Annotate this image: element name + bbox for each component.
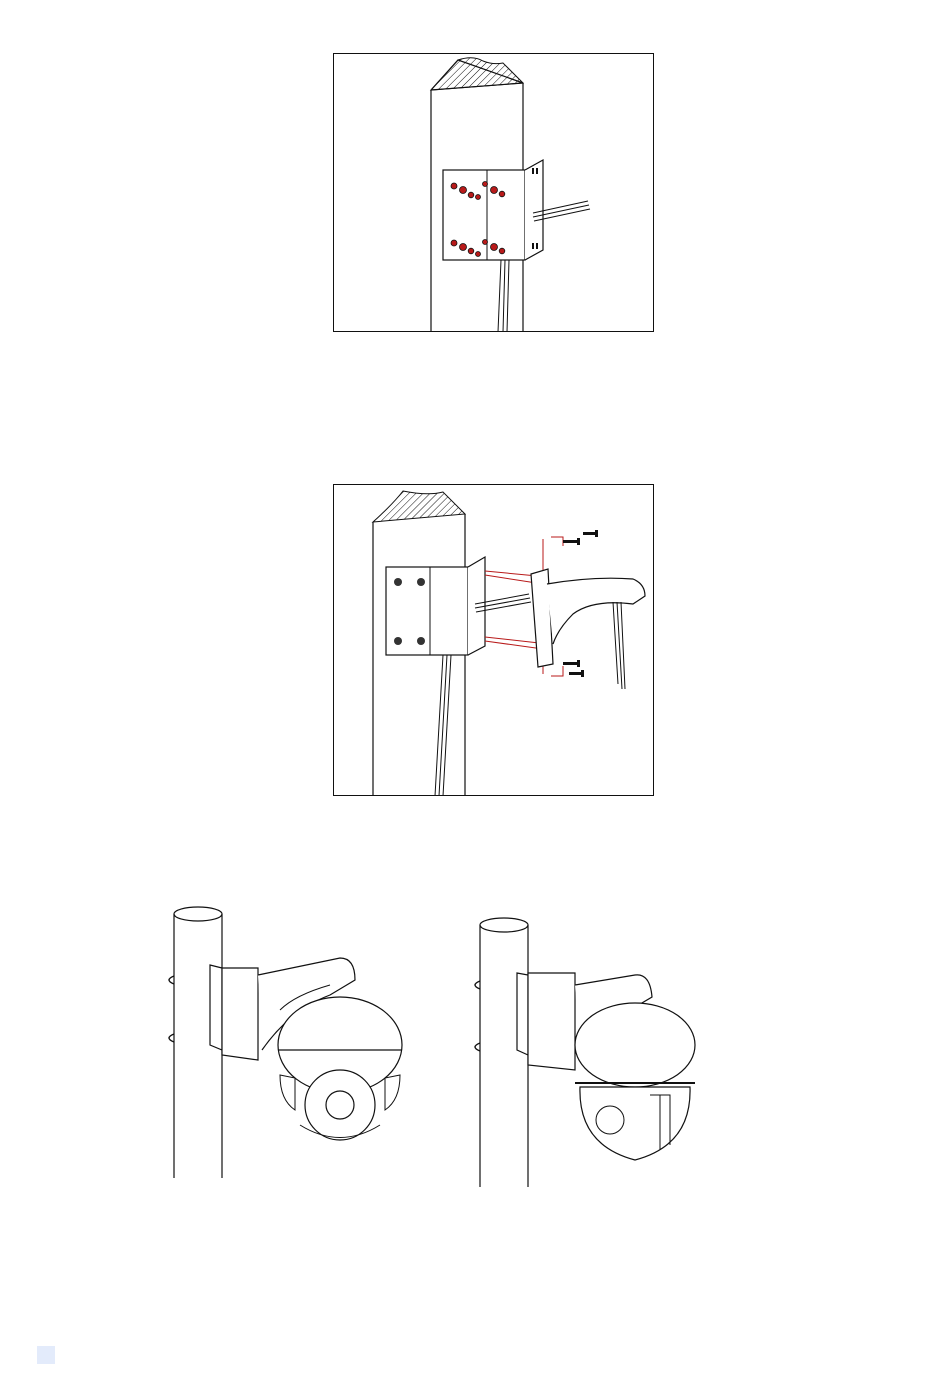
figure-bracket-exploded [333, 484, 654, 796]
pole-mounted-camera-icon [160, 900, 440, 1190]
figure-camera-pole-right [470, 905, 730, 1190]
wall-bracket-exploded-icon [333, 484, 654, 796]
figure-camera-pole-left [160, 900, 440, 1190]
page-marker [37, 1346, 55, 1364]
pole-mounted-camera-icon [470, 905, 730, 1190]
figure-pole-adapter [333, 53, 654, 332]
pole-adapter-box-icon [333, 53, 654, 332]
